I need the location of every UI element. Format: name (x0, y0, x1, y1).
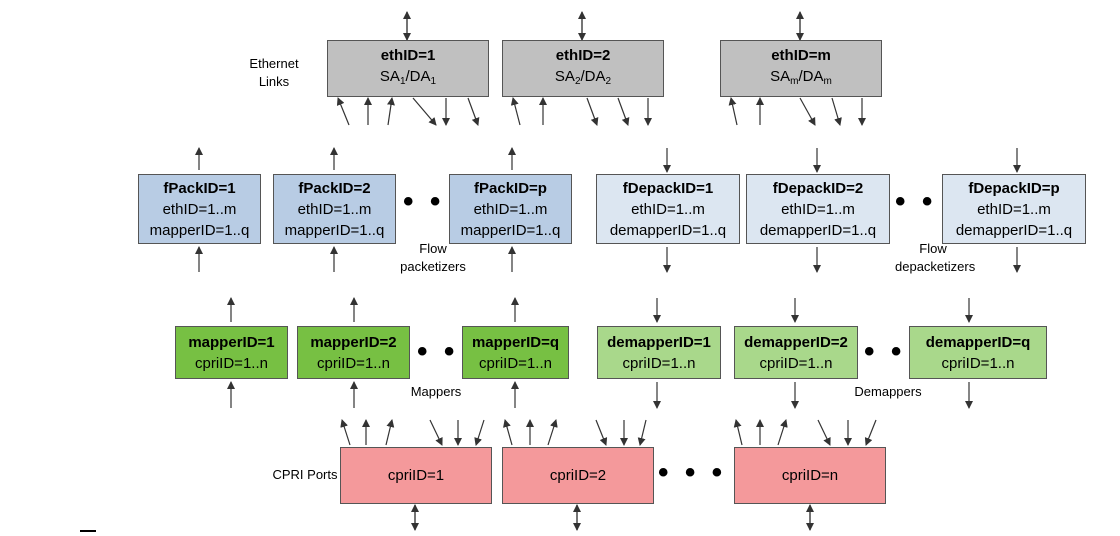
mapper-2: mapperID=2 cpriID=1..n (297, 326, 410, 379)
cpri-fan-arrow-out (595, 419, 608, 446)
demapper-1: demapperID=1 cpriID=1..n (597, 326, 721, 379)
eth-fan-arrow-in (336, 97, 350, 126)
eth-fan-arrow-out (412, 97, 437, 126)
eth-fan-arrow-out (799, 97, 816, 126)
cpri-fan-arrow-in (340, 419, 351, 446)
depacketizer-title: fDepackID=p (968, 179, 1060, 197)
depacketizer-title: fDepackID=1 (622, 179, 714, 197)
eth-link-addr: SA2/DA2 (554, 68, 612, 87)
cpri-fan-arrow-in (777, 419, 788, 446)
depacketizer-eth-range: ethID=1..m (781, 200, 855, 218)
demapper-cpri-range: cpriID=1..n (622, 354, 696, 372)
demapper-title: demapperID=1 (607, 333, 711, 351)
depacketizer-title: fDepackID=2 (772, 179, 864, 197)
mapper-title: mapperID=2 (310, 333, 397, 351)
packetizer-mapper-range: mapperID=1..q (284, 221, 385, 239)
demapper-cpri-range: cpriID=1..n (759, 354, 833, 372)
cpri-fan-arrow-in (503, 419, 513, 446)
cpri-port-title: cpriID=1 (387, 467, 445, 484)
cpri-port-n: cpriID=n (734, 447, 886, 504)
eth-link-2: ethID=2 SA2/DA2 (502, 40, 664, 97)
eth-link-title: ethID=1 (380, 47, 436, 64)
depacketizer-demapper-range: demapperID=1..q (955, 221, 1073, 239)
cpri-fan-arrow-out (429, 419, 443, 446)
eth-link-addr: SA1/DA1 (379, 68, 437, 87)
depacketizer-eth-range: ethID=1..m (631, 200, 705, 218)
eth-fan-arrow-out (617, 97, 630, 126)
eth-fan-arrow-out (467, 97, 480, 126)
cpri-fan-arrow-in (733, 419, 743, 446)
cpri-port-2: cpriID=2 (502, 447, 654, 504)
eth-fan-arrow-out (831, 97, 842, 126)
demapper-title: demapperID=q (925, 333, 1031, 351)
eth-link-title: ethID=m (771, 47, 831, 64)
packetizer-title: fPackID=2 (298, 179, 371, 197)
mapper-1: mapperID=1 cpriID=1..n (175, 326, 288, 379)
mapper-cpri-range: cpriID=1..n (195, 354, 268, 372)
depacketizer-2: fDepackID=2 ethID=1..m demapperID=1..q (746, 174, 890, 244)
ethernet-links-label: Ethernet Links (249, 56, 299, 89)
cpri-ports-label: CPRI Ports (272, 467, 338, 482)
packetizer-mapper-range: mapperID=1..q (460, 221, 561, 239)
depacketizer-eth-range: ethID=1..m (977, 200, 1051, 218)
mappers-label: Mappers (410, 384, 462, 399)
cpri-port-title: cpriID=n (781, 467, 839, 484)
depacketizer-demapper-range: demapperID=1..q (759, 221, 877, 239)
packetizer-2: fPackID=2 ethID=1..m mapperID=1..q (273, 174, 396, 244)
eth-link-m: ethID=m SAm/DAm (720, 40, 882, 97)
eth-link-title: ethID=2 (555, 47, 611, 64)
mapper-title: mapperID=1 (188, 333, 275, 351)
mapper-cpri-range: cpriID=1..n (317, 354, 390, 372)
depacketizer-1: fDepackID=1 ethID=1..m demapperID=1..q (596, 174, 740, 244)
cpri-fan-arrow-out (474, 419, 485, 446)
cpri-port-title: cpriID=2 (549, 467, 607, 484)
packetizer-title: fPackID=1 (163, 179, 236, 197)
cpri-fan-arrow-out (864, 419, 877, 446)
cpri-fan-arrow-in (385, 419, 395, 446)
eth-link-1: ethID=1 SA1/DA1 (327, 40, 489, 97)
cpri-port-1: cpriID=1 (340, 447, 492, 504)
packetizer-eth-range: ethID=1..m (473, 200, 548, 218)
packetizer-p: fPackID=p ethID=1..m mapperID=1..q (449, 174, 572, 244)
eth-fan-arrow-in (510, 97, 521, 126)
eth-fan-arrow-in (728, 97, 738, 126)
mapper-q: mapperID=q cpriID=1..n (462, 326, 569, 379)
eth-fan-arrow-in (387, 97, 395, 126)
demappers-label: Demappers (854, 384, 922, 399)
packetizer-1: fPackID=1 ethID=1..m mapperID=1..q (138, 174, 261, 244)
cpri-ellipsis: • • • (658, 456, 727, 489)
cpri-fan-arrow-in (547, 419, 558, 446)
packetizer-title: fPackID=p (474, 179, 547, 197)
depacketizer-p: fDepackID=p ethID=1..m demapperID=1..q (942, 174, 1086, 244)
page-edge-mark (80, 530, 96, 536)
cpri-fan-arrow-out (637, 419, 647, 446)
cpri-fan-arrow-out (817, 419, 831, 446)
mapper-title: mapperID=q (471, 333, 560, 351)
packetizer-eth-range: ethID=1..m (297, 200, 372, 218)
eth-fan-arrow-out (586, 97, 599, 126)
flow-packetizers-label: Flow packetizers (400, 241, 466, 274)
depacketizer-demapper-range: demapperID=1..q (609, 221, 727, 239)
eth-link-addr: SAm/DAm (770, 68, 832, 87)
demapper-title: demapperID=2 (744, 333, 848, 351)
packetizer-mapper-range: mapperID=1..q (149, 221, 250, 239)
packetizer-eth-range: ethID=1..m (162, 200, 237, 218)
flow-depacketizers-label: Flow depacketizers (895, 241, 976, 274)
demapper-2: demapperID=2 cpriID=1..n (734, 326, 858, 379)
demapper-q: demapperID=q cpriID=1..n (909, 326, 1047, 379)
mapper-cpri-range: cpriID=1..n (479, 354, 552, 372)
demapper-cpri-range: cpriID=1..n (941, 354, 1015, 372)
